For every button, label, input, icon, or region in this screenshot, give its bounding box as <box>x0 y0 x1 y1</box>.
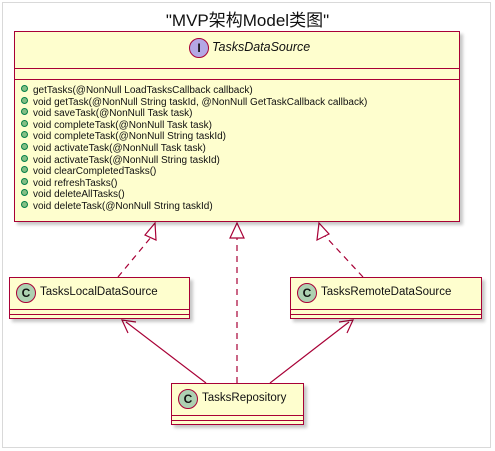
method-list: getTasks(@NonNull LoadTasksCallback call… <box>21 85 367 213</box>
method-text: void saveTask(@NonNull Task task) <box>33 108 193 120</box>
realization-local-head <box>144 221 157 241</box>
diagram-title: "MVP架构Model类图" <box>165 11 330 30</box>
public-dot-icon <box>21 154 28 162</box>
method-text: void deleteAllTasks() <box>33 189 125 201</box>
method-text: void deleteTask(@NonNull String taskId) <box>33 200 213 212</box>
public-dot-icon <box>21 96 28 104</box>
class-tasks-remote-data-source: C TasksRemoteDataSource <box>290 277 482 319</box>
divider <box>291 309 481 310</box>
class-name: TasksLocalDataSource <box>40 286 158 298</box>
method-text: void completeTask(@NonNull Task task) <box>33 119 212 131</box>
realization-remote <box>324 235 364 278</box>
method-item: void getTask(@NonNull String taskId, @No… <box>21 96 368 109</box>
divider <box>15 68 459 69</box>
method-item: void refreshTasks() <box>21 177 367 190</box>
method-item: void saveTask(@NonNull Task task) <box>21 108 367 120</box>
public-dot-icon <box>21 189 28 197</box>
divider <box>291 314 481 315</box>
method-item: void deleteAllTasks() <box>21 189 367 201</box>
class-badge: C <box>16 283 36 303</box>
public-dot-icon <box>21 108 28 116</box>
method-text: void getTask(@NonNull String taskId, @No… <box>33 96 368 108</box>
public-dot-icon <box>21 85 28 92</box>
method-text: void activateTask(@NonNull Task task) <box>33 142 206 154</box>
public-dot-icon <box>21 177 28 185</box>
association-local-head <box>120 319 137 334</box>
method-text: void completeTask(@NonNull String taskId… <box>33 131 227 143</box>
method-text: getTasks(@NonNull LoadTasksCallback call… <box>33 85 253 96</box>
method-text: void refreshTasks() <box>33 177 118 189</box>
class-tasks-local-data-source: C TasksLocalDataSource <box>9 277 190 319</box>
method-item: void completeTask(@NonNull String taskId… <box>21 131 367 143</box>
method-item: void deleteTask(@NonNull String taskId) <box>21 200 367 213</box>
association-remote-head <box>338 319 355 334</box>
interface-name: TasksDataSource <box>212 40 311 54</box>
public-dot-icon <box>21 142 28 150</box>
method-text: void clearCompletedTasks() <box>33 166 157 178</box>
divider <box>172 415 303 416</box>
association-local <box>125 321 207 384</box>
association-remote <box>269 321 350 384</box>
divider <box>10 309 189 310</box>
realization-local <box>117 235 153 278</box>
method-text: void activateTask(@NonNull String taskId… <box>33 154 220 166</box>
realization-remote-head <box>316 221 330 242</box>
public-dot-icon <box>21 200 28 208</box>
public-dot-icon <box>21 131 28 139</box>
divider <box>172 420 303 421</box>
class-name: TasksRemoteDataSource <box>321 286 452 298</box>
method-item: void activateTask(@NonNull String taskId… <box>21 154 367 167</box>
class-tasks-repository: C TasksRepository <box>171 383 304 425</box>
public-dot-icon <box>21 166 28 174</box>
public-dot-icon <box>21 119 28 127</box>
class-badge: C <box>297 283 317 303</box>
realization-repository-head <box>229 221 245 239</box>
class-badge: C <box>178 389 198 409</box>
class-name: TasksRepository <box>202 392 287 404</box>
divider <box>10 314 189 315</box>
interface-badge: I <box>189 38 209 58</box>
interface-tasks-data-source: I TasksDataSource getTasks(@NonNull Load… <box>14 31 460 222</box>
divider <box>15 79 459 80</box>
interface-header: I TasksDataSource <box>15 32 459 68</box>
method-item: void clearCompletedTasks() <box>21 166 367 178</box>
method-item: getTasks(@NonNull LoadTasksCallback call… <box>21 85 367 97</box>
method-item: void activateTask(@NonNull Task task) <box>21 142 367 155</box>
method-item: void completeTask(@NonNull Task task) <box>21 119 367 132</box>
